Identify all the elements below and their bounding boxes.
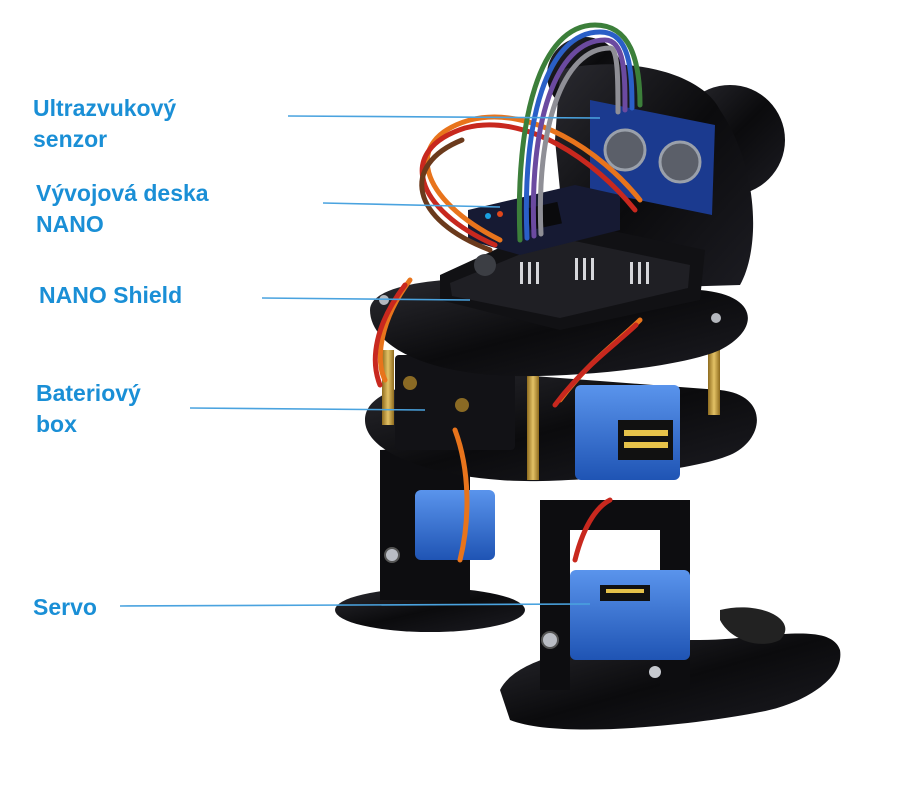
leader-line-ultrasonic <box>287 115 601 119</box>
label-servo: Servo <box>33 592 97 623</box>
label-servo-line1: Servo <box>33 594 97 620</box>
label-ultrasonic-line2: senzor <box>33 126 108 152</box>
leader-lines <box>119 115 601 607</box>
left-foot-servo <box>415 490 495 560</box>
label-nano-board-line1: Vývojová deska <box>36 180 209 206</box>
label-nano-shield: NANO Shield <box>39 280 182 311</box>
label-ultrasonic-sensor: Ultrazvukový senzor <box>33 93 176 155</box>
right-foot <box>500 500 841 730</box>
left-foot <box>335 445 525 632</box>
label-nano-board-line2: NANO <box>36 211 104 237</box>
label-battery-box: Bateriový box <box>36 378 141 440</box>
ultrasonic-sensor <box>590 100 715 215</box>
label-battery-box-line1: Bateriový <box>36 380 141 406</box>
leader-line-battery-box <box>189 407 426 411</box>
label-nano-board: Vývojová deska NANO <box>36 178 209 240</box>
label-battery-box-line2: box <box>36 411 77 437</box>
leader-line-nano-shield <box>261 297 471 301</box>
label-nano-shield-line1: NANO Shield <box>39 282 183 308</box>
leader-line-servo <box>119 603 591 607</box>
label-ultrasonic-line1: Ultrazvukový <box>33 95 177 121</box>
leader-line-nano-board <box>322 202 501 208</box>
battery-box <box>395 355 515 450</box>
right-foot-servo <box>570 570 690 660</box>
wires <box>372 22 643 563</box>
